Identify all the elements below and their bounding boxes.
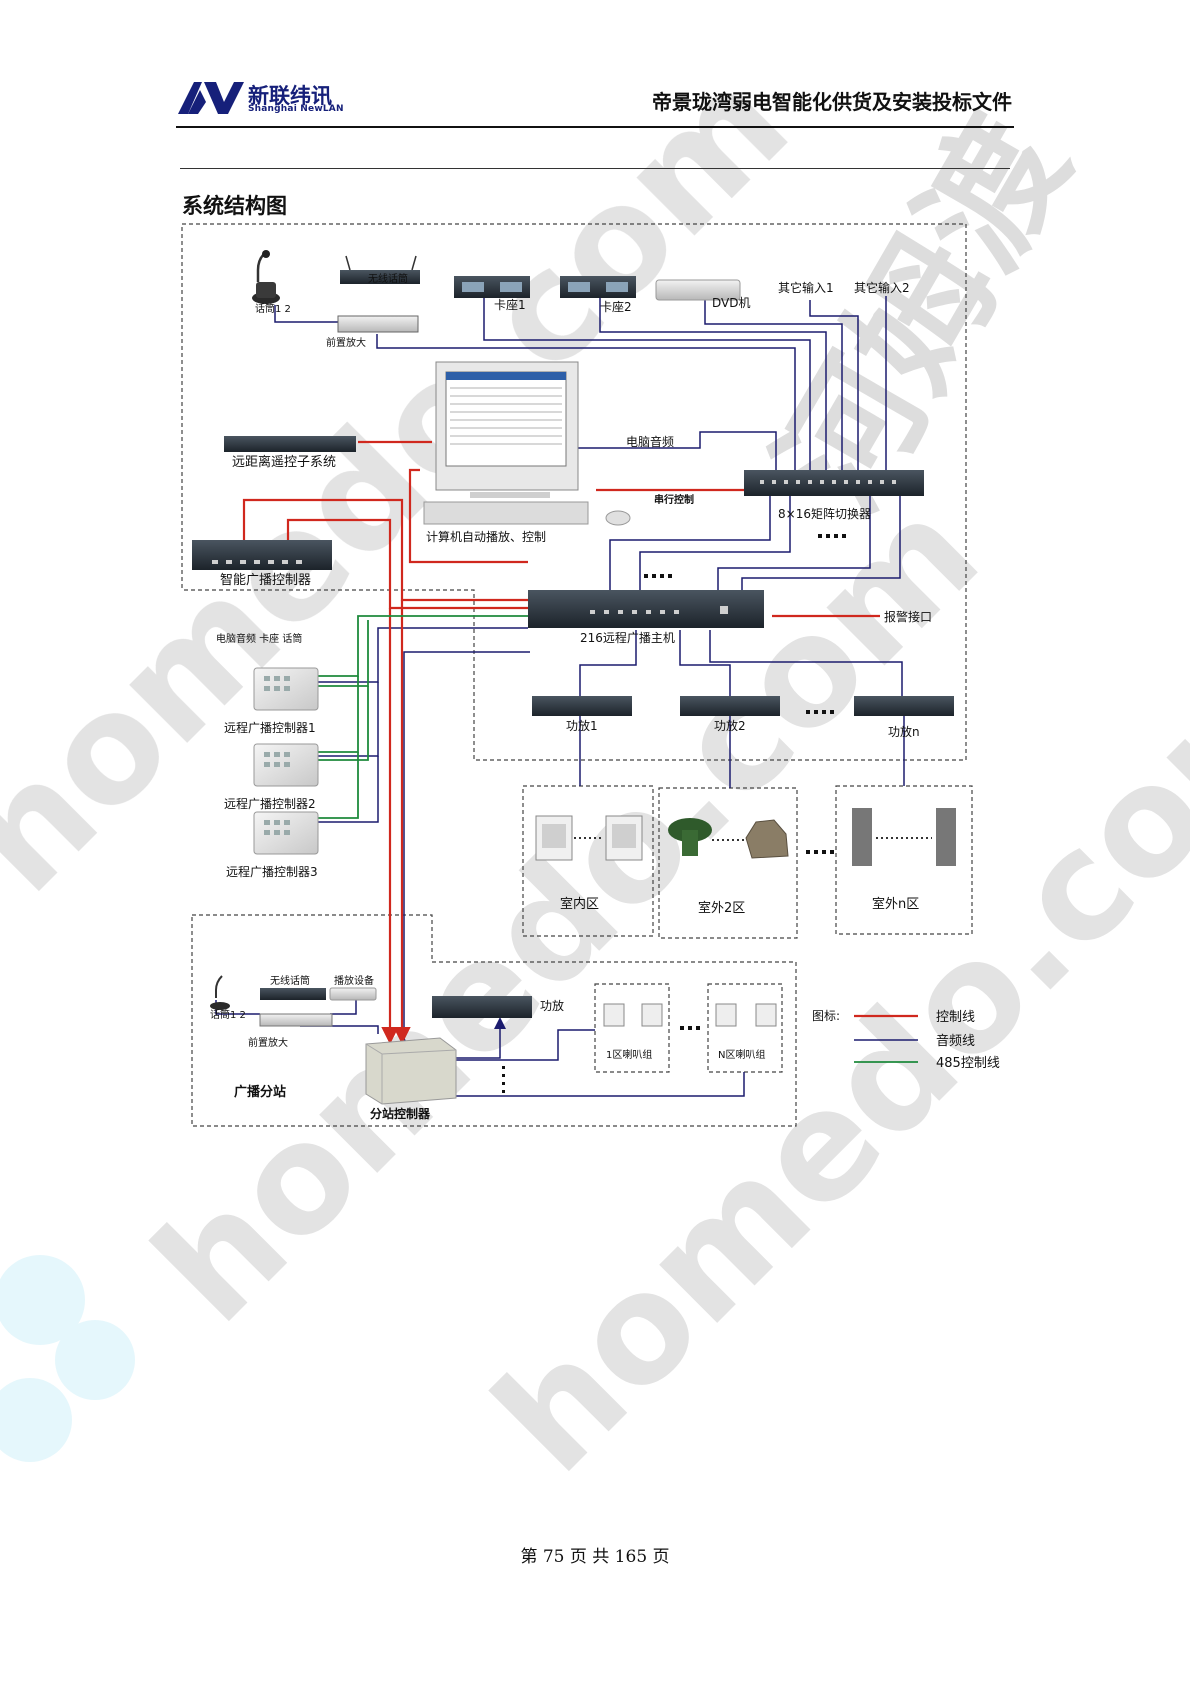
microphone-icon xyxy=(252,250,280,304)
label-card1: 卡座1 xyxy=(494,297,526,312)
label-zone-outdoorn: 室外n区 xyxy=(872,896,919,912)
indoor-speaker-icon xyxy=(535,815,643,861)
rock-speaker-icon xyxy=(745,819,789,859)
zone-outdoorn-box xyxy=(835,785,973,935)
substation-controller-icon xyxy=(365,1037,457,1105)
label-substation-controller: 分站控制器 xyxy=(370,1106,431,1121)
section-title: 系统结构图 xyxy=(182,194,287,218)
header-rule xyxy=(176,126,1014,128)
flower-decoration xyxy=(0,1255,135,1462)
company-logo-icon xyxy=(178,82,244,114)
zone-indoor-box xyxy=(522,785,654,937)
preamp-device-icon xyxy=(337,315,419,333)
label-remote-control-subsystem: 远距离遥控子系统 xyxy=(232,454,336,470)
matrix-switcher-icon xyxy=(744,470,924,496)
mushroom-speaker-icon xyxy=(668,818,712,856)
label-sub-zonen: N区喇叭组 xyxy=(718,1048,765,1061)
amplifier-n-icon xyxy=(854,696,954,716)
broadcast-host-icon xyxy=(528,590,764,628)
label-other-input2: 其它输入2 xyxy=(854,280,910,295)
label-zone-indoor: 室内区 xyxy=(560,896,599,912)
document-title: 帝景珑湾弱电智能化供货及安装投标文件 xyxy=(652,90,1012,114)
card-deck-2-icon xyxy=(560,276,636,298)
label-host: 216远程广播主机 xyxy=(580,630,675,645)
label-mic: 话筒1 2 xyxy=(255,302,291,315)
label-zone-outdoor2: 室外2区 xyxy=(698,900,745,916)
label-wireless-mic: 无线话筒 xyxy=(368,272,408,285)
substation-amplifier-icon xyxy=(432,996,532,1018)
label-serial-control: 串行控制 xyxy=(654,493,694,506)
dvd-player-icon xyxy=(655,279,741,301)
sub-zone-speaker-icon xyxy=(603,1003,777,1027)
substation-wireless-receiver-icon xyxy=(260,988,326,1000)
remote-control-subsystem-device-icon xyxy=(224,436,356,452)
label-pc-audio: 电脑音频 xyxy=(626,434,674,449)
legend-title: 图标: xyxy=(812,1009,840,1023)
substation-microphone-icon xyxy=(210,975,230,1010)
computer-icon xyxy=(423,361,631,526)
label-substation: 广播分站 xyxy=(234,1084,286,1100)
zone-outdoor2-box xyxy=(658,787,798,939)
wireless-mic-receiver-icon xyxy=(340,255,420,284)
label-other-input1: 其它输入1 xyxy=(778,280,834,295)
company-name-en: Shanghai NewLAN xyxy=(248,104,344,114)
remote-controller-3-icon xyxy=(253,811,319,855)
label-remote-inputs: 电脑音频 卡座 话筒 xyxy=(216,632,302,645)
label-remote-controller1: 远程广播控制器1 xyxy=(224,720,316,735)
remote-controller-2-icon xyxy=(253,743,319,787)
company-name: 新联纬讯 xyxy=(248,84,332,108)
label-amp2: 功放2 xyxy=(714,718,746,733)
sub-zone1-box xyxy=(594,983,670,1073)
label-sub-mic: 话筒1 2 xyxy=(210,1008,246,1021)
label-dvd: DVD机 xyxy=(712,296,750,310)
page-number: 第 75 页 共 165 页 xyxy=(520,1547,670,1567)
label-sub-preamp: 前置放大 xyxy=(248,1036,288,1049)
label-sub-zone1: 1区喇叭组 xyxy=(606,1048,652,1061)
substation-preamp-icon xyxy=(259,1013,333,1027)
smart-broadcast-controller-icon xyxy=(192,540,332,570)
legend-control-line: 控制线 xyxy=(936,1010,975,1025)
label-remote-controller3: 远程广播控制器3 xyxy=(226,864,318,879)
label-smart-controller: 智能广播控制器 xyxy=(220,573,311,588)
label-preamp: 前置放大 xyxy=(326,336,366,349)
label-ampn: 功放n xyxy=(888,724,920,739)
legend-audio-line: 音频线 xyxy=(936,1033,975,1049)
card-deck-1-icon xyxy=(454,276,530,298)
label-computer: 计算机自动播放、控制 xyxy=(426,529,546,544)
label-sub-wireless: 无线话筒 xyxy=(270,974,310,987)
label-remote-controller2: 远程广播控制器2 xyxy=(224,796,316,811)
substation-region-border xyxy=(191,914,797,1127)
amplifier-2-icon xyxy=(680,696,780,716)
label-matrix: 8×16矩阵切换器 xyxy=(778,507,871,521)
remote-controller-1-icon xyxy=(253,667,319,711)
column-speaker-icon xyxy=(852,808,956,866)
main-region-border xyxy=(181,223,967,761)
label-sub-amp: 功放 xyxy=(540,998,564,1013)
legend-485-line: 485控制线 xyxy=(936,1056,1000,1071)
amplifier-1-icon xyxy=(532,696,632,716)
sub-zonen-box xyxy=(707,983,783,1073)
label-amp1: 功放1 xyxy=(566,718,598,733)
label-sub-player: 播放设备 xyxy=(334,974,374,987)
label-card2: 卡座2 xyxy=(600,299,632,314)
substation-player-icon xyxy=(329,987,377,1001)
label-alarm: 报警接口 xyxy=(884,609,932,624)
section-rule xyxy=(180,168,1010,169)
